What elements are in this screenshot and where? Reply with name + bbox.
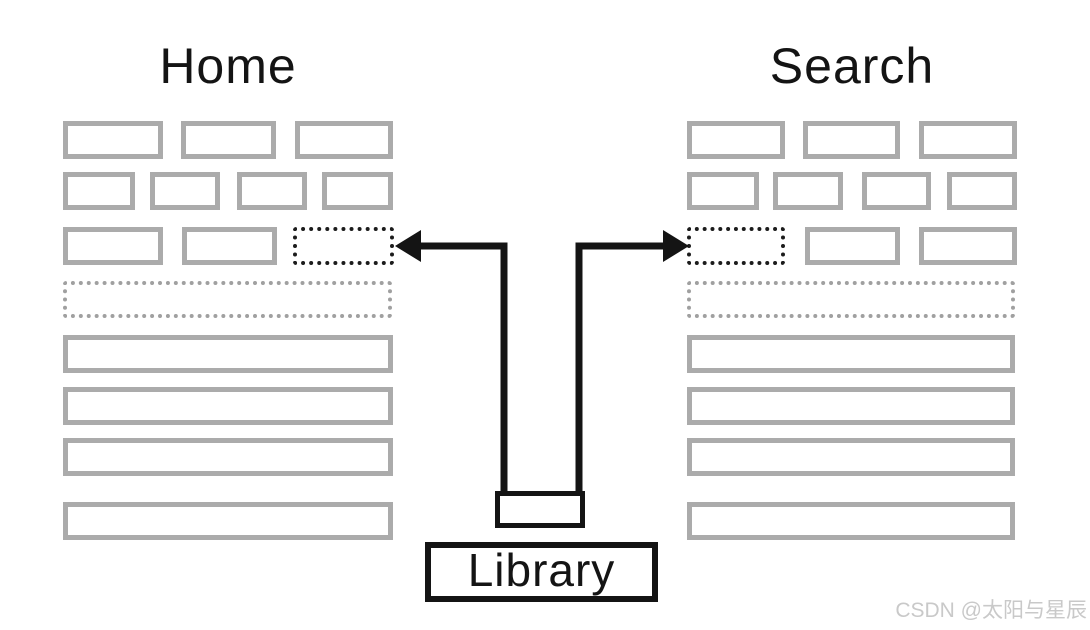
wireframe-tile: [322, 172, 393, 210]
wireframe-tile: [181, 121, 276, 159]
wireframe-tile: [805, 227, 900, 265]
wireframe-tile: [63, 502, 393, 540]
placeholder-slot-row: [63, 281, 392, 318]
wireframe-tile: [947, 172, 1017, 210]
wireframe-tile: [803, 121, 900, 159]
wireframe-tile: [63, 172, 135, 210]
wireframe-tile: [687, 335, 1015, 373]
wireframe-tile: [63, 387, 393, 425]
placeholder-slot-row: [687, 281, 1015, 318]
wireframe-tile: [687, 121, 785, 159]
watermark: CSDN @太阳与星辰: [895, 599, 1087, 622]
library-label: Library: [467, 544, 616, 596]
wireframe-tile: [63, 438, 393, 476]
library-item-slot: [293, 227, 394, 265]
wireframe-tile: [773, 172, 843, 210]
wireframe-tile: [862, 172, 931, 210]
library-box: Library: [425, 542, 658, 602]
wireframe-tile: [687, 502, 1015, 540]
wireframe-tile: [687, 438, 1015, 476]
arrow-left-head: [395, 230, 421, 262]
arrow-left-shaft: [420, 242, 508, 497]
arrow-right-head: [663, 230, 689, 262]
home-screen-title: Home: [159, 38, 297, 94]
wireframe-tile: [150, 172, 220, 210]
wireframe-tile: [63, 227, 163, 265]
wireframe-tile: [63, 335, 393, 373]
wireframe-tile: [919, 121, 1017, 159]
library-item-slot: [687, 227, 785, 265]
wireframe-tile: [687, 172, 759, 210]
wireframe-tile: [919, 227, 1017, 265]
arrow-right-shaft: [575, 242, 664, 497]
wireframe-tile: [63, 121, 163, 159]
wireframe-tile: [182, 227, 277, 265]
wireframe-tile: [237, 172, 307, 210]
search-screen-title: Search: [769, 38, 935, 94]
wireframe-tile: [295, 121, 393, 159]
connector-box: [495, 491, 585, 528]
wireframe-tile: [687, 387, 1015, 425]
